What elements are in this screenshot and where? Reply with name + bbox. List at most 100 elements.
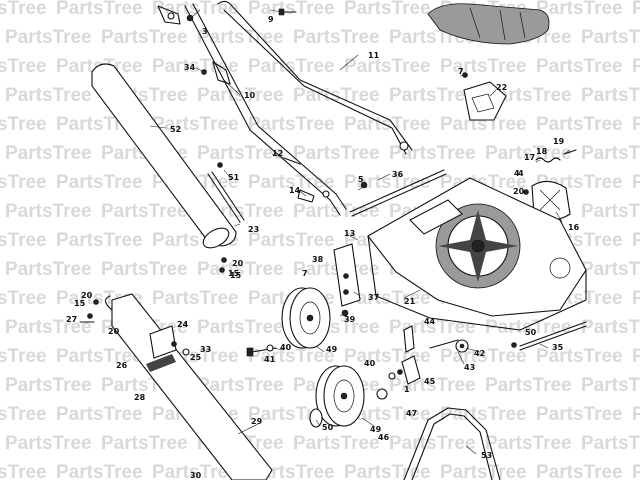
watermark-text: PartsTree <box>536 0 623 19</box>
watermark-text: PartsTree <box>581 85 640 106</box>
watermark-text: PartsTree <box>56 172 143 193</box>
watermark-text: PartsTree <box>440 56 527 77</box>
watermark-text: PartsTree <box>293 85 380 106</box>
watermark-text: PartsTree <box>344 288 431 309</box>
watermark-text: PartsTree <box>581 27 640 48</box>
handle-bracket <box>157 5 194 25</box>
leader-lines <box>149 9 571 455</box>
watermark-text: PartsTree <box>5 317 92 338</box>
mower-deck <box>367 177 587 331</box>
callout-43: 43 <box>464 363 475 372</box>
watermark-text: PartsTree <box>485 433 572 454</box>
callout-25: 25 <box>190 353 202 362</box>
watermark-text: PartsTree <box>536 56 623 77</box>
callout-50: 50 <box>525 328 537 337</box>
watermark-text: PartsTree <box>485 85 572 106</box>
callout-20: 20 <box>513 187 525 196</box>
watermark-text: PartsTree <box>0 462 47 480</box>
callout-28: 28 <box>134 393 146 402</box>
watermark-text: PartsTree <box>101 27 188 48</box>
watermark-text: PartsTree <box>632 172 640 193</box>
watermark-text: PartsTree <box>632 404 640 425</box>
callout-5: 5 <box>358 175 364 184</box>
watermark-text: PartsTree <box>5 375 92 396</box>
watermark-text: PartsTree <box>293 27 380 48</box>
callout-15: 15 <box>74 299 86 308</box>
callout-34: 34 <box>184 63 196 72</box>
callout-29: 29 <box>251 417 263 426</box>
watermark-text: PartsTree <box>248 114 335 135</box>
callout-7: 7 <box>458 67 464 76</box>
callout-3: 3 <box>202 27 208 36</box>
callout-17: 17 <box>524 153 535 162</box>
watermark-text: PartsTree <box>632 346 640 367</box>
watermark-text: PartsTree <box>344 346 431 367</box>
callout-40: 40 <box>364 359 376 368</box>
watermark-text: PartsTree <box>5 433 92 454</box>
watermark-text: PartsTree <box>632 230 640 251</box>
watermark-text: PartsTree <box>0 404 47 425</box>
watermark-text: PartsTree <box>632 56 640 77</box>
callout-19: 19 <box>553 137 565 146</box>
callout-20: 20 <box>108 327 120 336</box>
watermark-text: PartsTree <box>5 201 92 222</box>
watermark-text: PartsTree <box>344 404 431 425</box>
watermark-text: PartsTree <box>344 114 431 135</box>
watermark-text: PartsTree <box>248 172 335 193</box>
hinge-rod <box>207 162 245 223</box>
callout-9: 9 <box>268 15 274 24</box>
watermark-text: PartsTree <box>0 0 47 19</box>
callout-13: 13 <box>344 229 355 238</box>
callout-46: 46 <box>378 433 390 442</box>
watermark-text: PartsTree <box>248 230 335 251</box>
watermark-text: PartsTree <box>485 375 572 396</box>
watermark-text: PartsTree <box>101 259 188 280</box>
watermark-text: PartsTree <box>293 433 380 454</box>
rear-chute <box>104 293 273 480</box>
callout-42: 42 <box>474 349 485 358</box>
watermark-text: PartsTree <box>581 259 640 280</box>
watermark-text: PartsTree <box>344 56 431 77</box>
watermark-text: PartsTree <box>536 346 623 367</box>
callout-41: 41 <box>264 355 276 364</box>
watermark-text: PartsTree <box>293 143 380 164</box>
callout-10: 10 <box>244 91 256 100</box>
callout-50: 50 <box>322 423 334 432</box>
watermark-text: PartsTree <box>197 85 284 106</box>
watermark-text: PartsTree <box>0 172 47 193</box>
watermark-text: PartsTree <box>5 85 92 106</box>
callout-11: 11 <box>368 51 380 60</box>
callout-44: 44 <box>424 317 436 326</box>
callout-45: 45 <box>424 377 436 386</box>
watermark-text: PartsTree <box>56 0 143 19</box>
callout-35: 35 <box>552 343 564 352</box>
watermark-text: PartsTree <box>56 346 143 367</box>
watermark-text: PartsTree <box>197 317 284 338</box>
callout-47: 47 <box>406 409 417 418</box>
callout-30: 30 <box>190 471 202 480</box>
callout-1: 1 <box>404 385 410 394</box>
watermark-text: PartsTree <box>485 317 572 338</box>
callout-20: 20 <box>232 259 244 268</box>
watermark-text: PartsTree <box>0 288 47 309</box>
watermark-text: PartsTree <box>536 404 623 425</box>
callout-26: 26 <box>116 361 128 370</box>
callout-40: 40 <box>280 343 292 352</box>
axle-hardware <box>376 325 421 400</box>
callout-21: 21 <box>404 297 416 306</box>
watermark-text: PartsTree <box>248 346 335 367</box>
callout-16: 16 <box>568 223 580 232</box>
callout-53: 53 <box>481 451 492 460</box>
callout-12: 12 <box>272 149 283 158</box>
watermark-text: PartsTree <box>536 462 623 480</box>
watermark-text: PartsTree <box>248 56 335 77</box>
watermark-text: PartsTree <box>5 143 92 164</box>
height-bracket <box>462 72 507 121</box>
callout-15: 15 <box>228 269 240 278</box>
callout-14: 14 <box>289 186 301 195</box>
watermark-text: PartsTree <box>152 462 239 480</box>
watermark-text: PartsTree <box>581 317 640 338</box>
watermark-text: PartsTree <box>581 201 640 222</box>
spring-rod <box>535 149 577 163</box>
